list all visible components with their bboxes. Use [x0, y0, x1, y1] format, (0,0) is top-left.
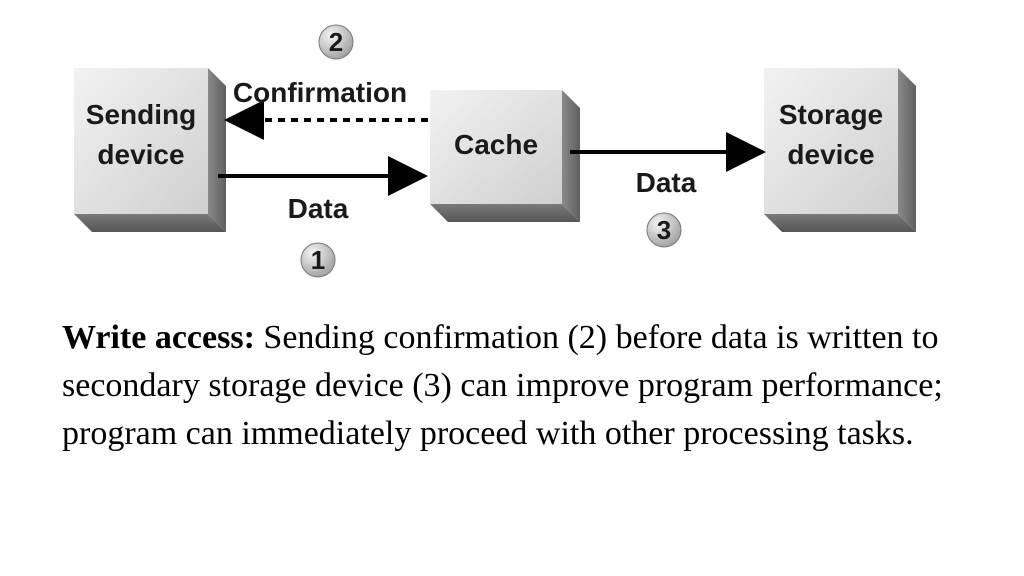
caption-lead: Write access:: [62, 319, 255, 356]
sending-device-node: Sending device: [74, 68, 226, 232]
cache-node: Cache: [430, 90, 580, 222]
write-access-diagram: Sending device Cache Storage device Conf…: [74, 24, 916, 278]
step-2-number: 2: [329, 27, 343, 57]
step-2-badge: [318, 24, 354, 60]
cache-label: Cache: [454, 129, 538, 160]
data-to-cache-label: Data: [288, 193, 349, 224]
step-3-badge: [646, 212, 682, 248]
caption-body: Sending confirmation (2) before data is …: [62, 319, 943, 452]
data-to-storage-label: Data: [636, 167, 697, 198]
data-to-storage-edge: Data 3: [570, 132, 766, 248]
step-3-number: 3: [657, 215, 671, 245]
sending-device-label-line2: device: [97, 139, 184, 170]
step-1-badge: [300, 242, 336, 278]
caption-paragraph: Write access: Sending confirmation (2) b…: [62, 314, 962, 458]
sending-device-label-line1: Sending: [86, 99, 196, 130]
confirmation-label: Confirmation: [233, 77, 407, 108]
data-to-cache-edge: Data 1: [218, 156, 428, 278]
step-1-number: 1: [311, 245, 325, 275]
confirmation-edge: Confirmation 2: [224, 24, 428, 140]
storage-device-node: Storage device: [764, 68, 916, 232]
storage-device-label-line1: Storage: [779, 99, 883, 130]
storage-device-label-line2: device: [787, 139, 874, 170]
